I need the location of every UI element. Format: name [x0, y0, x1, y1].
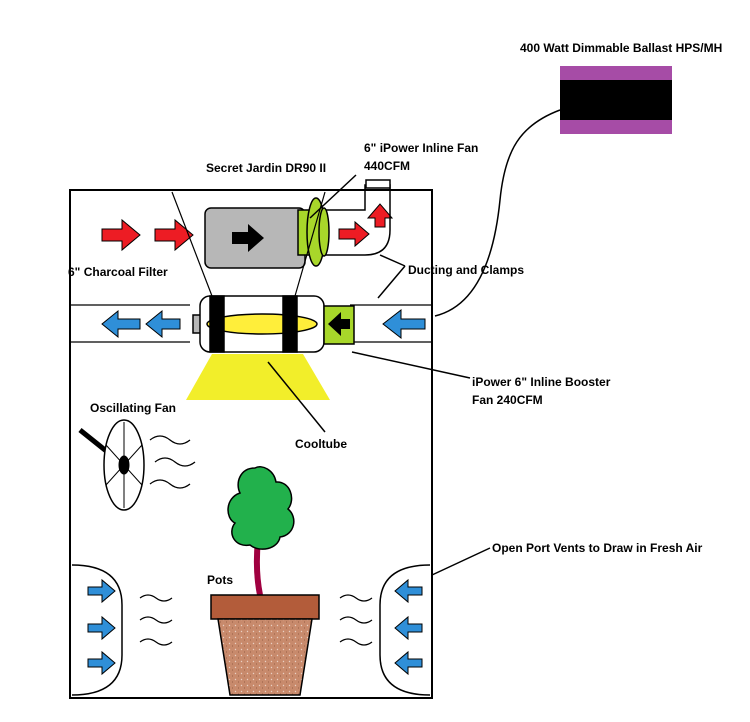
charcoal-filter-label: 6" Charcoal Filter — [68, 265, 168, 279]
oscillating-fan-label: Oscillating Fan — [90, 401, 176, 415]
left-arrow-icon — [394, 650, 423, 676]
airflow-lines-icon — [139, 594, 373, 646]
ballast-cord — [434, 109, 561, 317]
left-arrow-icon — [394, 578, 423, 604]
reflector-lines — [171, 191, 326, 297]
exhaust-arrows — [101, 203, 394, 252]
booster-fan-label-line1: iPower 6" Inline Booster — [472, 375, 611, 389]
right-arrow-icon — [101, 218, 141, 252]
left-arrow-icon — [394, 615, 423, 641]
vents-label: Open Port Vents to Draw in Fresh Air — [492, 541, 703, 555]
inline-fan-icon — [297, 197, 330, 267]
booster-fan-label-line2: Fan 240CFM — [472, 393, 543, 407]
intake-duct — [70, 304, 432, 343]
fan-icon — [78, 419, 145, 511]
intake-arrows — [101, 308, 426, 340]
pot-icon — [210, 594, 320, 696]
pots-label: Pots — [207, 573, 233, 587]
right-arrow-icon — [87, 578, 116, 604]
left-arrow-icon — [101, 309, 141, 339]
ducting-label: Ducting and Clamps — [408, 263, 524, 277]
cooltube-label: Cooltube — [295, 437, 347, 451]
right-arrow-icon — [338, 220, 370, 248]
left-arrow-icon — [145, 309, 181, 339]
left-arrow-icon — [328, 312, 350, 336]
ballast-label: 400 Watt Dimmable Ballast HPS/MH — [520, 41, 722, 55]
booster-fan-icon — [323, 305, 355, 345]
inline-fan-label-line2: 440CFM — [364, 159, 410, 173]
airflow-lines-icon — [149, 435, 196, 489]
inline-fan-leader — [309, 174, 357, 219]
reflector-label: Secret Jardin DR90 II — [206, 161, 326, 175]
charcoal-filter-icon — [204, 207, 306, 269]
leader-lines — [267, 254, 491, 576]
left-vent — [71, 564, 123, 696]
right-arrow-icon — [87, 615, 116, 641]
right-arrow-icon — [232, 224, 264, 252]
exhaust-ducting — [320, 179, 391, 256]
grow-tent — [69, 189, 433, 699]
right-vent — [379, 564, 431, 696]
ballast-icon — [560, 66, 672, 134]
right-arrow-icon — [87, 650, 116, 676]
cooltube-icon — [192, 295, 325, 353]
light-beam — [186, 354, 330, 400]
inline-fan-label-line1: 6" iPower Inline Fan — [364, 141, 478, 155]
up-arrow-icon — [366, 203, 394, 228]
right-arrow-icon — [154, 218, 194, 252]
left-arrow-icon — [382, 308, 426, 340]
plant-icon — [227, 466, 295, 596]
